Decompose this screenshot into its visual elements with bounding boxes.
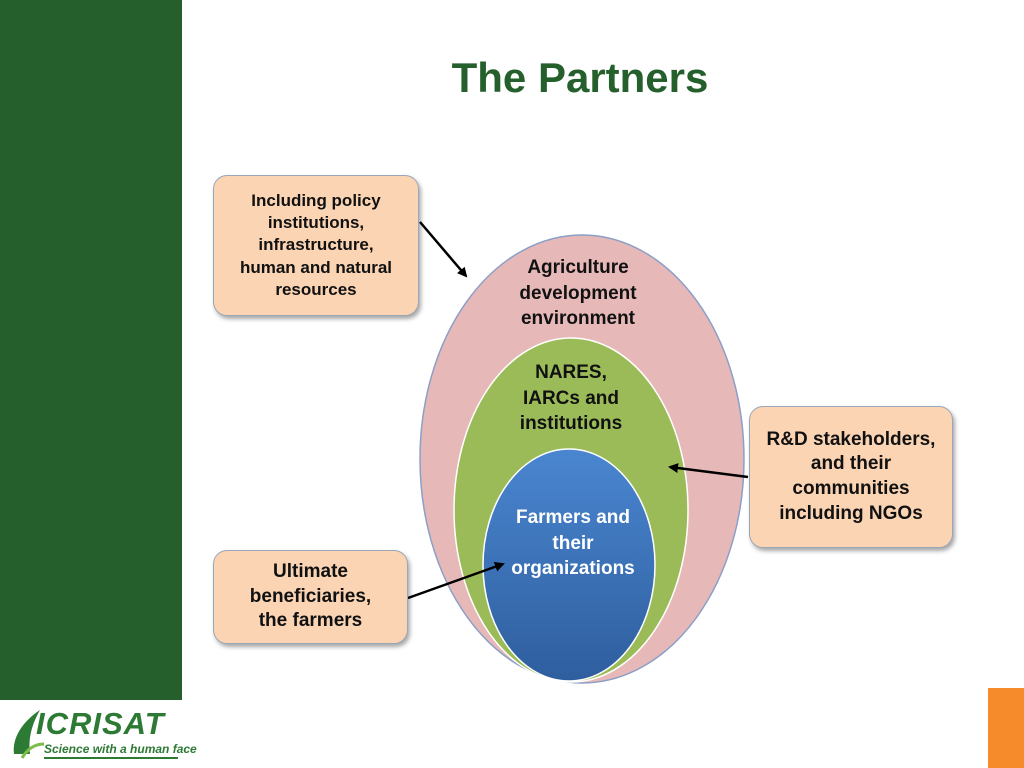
- callout-top-left: Including policy institutions, infrastru…: [213, 175, 419, 316]
- icrisat-logo-icon: [13, 710, 178, 759]
- callout-bottom-left: Ultimate beneficiaries, the farmers: [213, 550, 408, 644]
- outer-ellipse-label: Agriculture development environment: [519, 257, 637, 330]
- inner-ellipse: [482, 448, 656, 682]
- arrow-bottom-left: [407, 561, 505, 600]
- callout-right: R&D stakeholders, and their communities …: [749, 406, 953, 548]
- arrow-top-left: [419, 221, 468, 278]
- green-sidebar: [0, 0, 182, 700]
- middle-ellipse-label: NARES, IARCs and institutions: [519, 362, 623, 435]
- inner-ellipse-label: Farmers and their organizations: [511, 507, 635, 580]
- callout-top-left-text: Including policy institutions, infrastru…: [239, 191, 393, 299]
- callout-right-text: R&D stakeholders, and their communities …: [766, 428, 936, 524]
- callout-bottom-left-text: Ultimate beneficiaries, the farmers: [249, 560, 372, 632]
- orange-accent-bar: [988, 688, 1024, 768]
- slide-title: The Partners: [451, 54, 709, 101]
- logo-tagline: Science with a human face: [44, 742, 197, 756]
- logo-name: ICRISAT: [36, 706, 165, 741]
- arrow-right: [668, 463, 749, 479]
